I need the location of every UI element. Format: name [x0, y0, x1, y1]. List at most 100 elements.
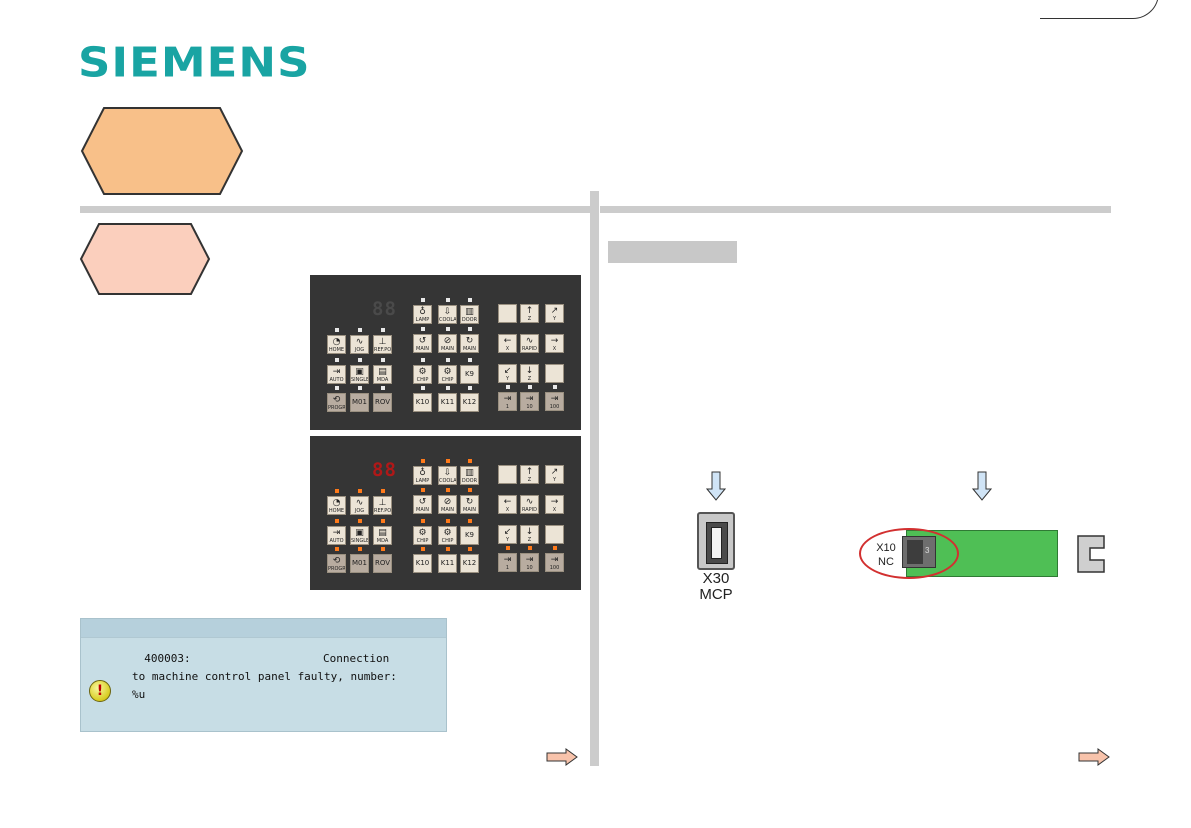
mcp-key-axis-x-minus[interactable]: ←X [498, 334, 517, 353]
key-icon: ⚙ [443, 367, 452, 377]
key-label: 1 [505, 404, 510, 410]
key-icon: ⇥ [503, 394, 512, 404]
key-label: Y [552, 477, 557, 483]
mcp-key-axis-y-minus[interactable]: ↙Y [498, 364, 517, 383]
mcp-key-main-cw[interactable]: ↻MAIN CW [460, 495, 479, 514]
mcp-key-m01[interactable]: M01 [350, 554, 369, 573]
key-icon: ⊘ [443, 497, 452, 507]
key-label: AUTO [329, 538, 344, 544]
mcp-key-k11[interactable]: K11 [438, 393, 457, 412]
key-led-indicator [446, 547, 450, 551]
mcp-key-rov[interactable]: ROV [373, 554, 392, 573]
mcp-key-k10[interactable]: K10 [413, 393, 432, 412]
key-led-indicator [358, 489, 362, 493]
key-label: MAIN CW [463, 346, 476, 352]
mcp-key-main-rst[interactable]: ⊘MAIN RST [438, 334, 457, 353]
mcp-key-auto[interactable]: ⇥AUTO [327, 526, 346, 545]
mcp-key-jog[interactable]: ∿JOG [350, 335, 369, 354]
mcp-key-home-write[interactable]: ◔HOME WRITE [327, 496, 346, 515]
key-led-indicator [335, 386, 339, 390]
mcp-key-chip-fwd[interactable]: ⚙CHIP FWD [413, 526, 432, 545]
mcp-key-rov[interactable]: ROV [373, 393, 392, 412]
mcp-key-axis-y-plus[interactable]: ↗Y [545, 304, 564, 323]
column-divider [590, 191, 599, 766]
mcp-key-program-test[interactable]: ⟲PROGRAM TEST [327, 393, 346, 412]
key-label: K10 [415, 559, 430, 567]
siemens-logo: SIEMENS [78, 38, 311, 87]
mcp-key-main-ccw[interactable]: ↺MAIN CCW [413, 334, 432, 353]
mcp-key-home-write[interactable]: ◔HOME WRITE [327, 335, 346, 354]
mcp-key-mda[interactable]: ▤MDA [373, 526, 392, 545]
mcp-key-lamp[interactable]: ♁LAMP [413, 305, 432, 324]
mcp-key-k12[interactable]: K12 [460, 393, 479, 412]
mcp-key-blank1[interactable] [498, 465, 517, 484]
mcp-key-inc-10[interactable]: ⇥10 [520, 392, 539, 411]
key-label: COOLANT [439, 317, 457, 323]
mcp-key-coolant[interactable]: ⇩COOLANT [438, 305, 457, 324]
mcp-key-k9[interactable]: K9 [460, 365, 479, 384]
mcp-key-auto[interactable]: ⇥AUTO [327, 365, 346, 384]
alarm-line-1: 400003: Connection [131, 652, 390, 665]
mcp-key-main-ccw[interactable]: ↺MAIN CCW [413, 495, 432, 514]
mcp-key-axis-z-plus[interactable]: ↑Z [520, 304, 539, 323]
key-label: K9 [464, 531, 475, 539]
key-icon: ♁ [419, 307, 426, 317]
mcp-key-mda[interactable]: ▤MDA [373, 365, 392, 384]
mcp-key-chip-fwd[interactable]: ⚙CHIP FWD [413, 365, 432, 384]
mcp-key-axis-z-minus[interactable]: ↓Z [520, 364, 539, 383]
key-led-indicator [358, 386, 362, 390]
mcp-key-inc-100[interactable]: ⇥100 [545, 553, 564, 572]
key-led-indicator [358, 328, 362, 332]
mcp-key-rapid[interactable]: ∿RAPID [520, 334, 539, 353]
key-led-indicator [446, 327, 450, 331]
mcp-key-inc-1[interactable]: ⇥1 [498, 392, 517, 411]
key-label: Z [527, 537, 532, 543]
mcp-key-blank1[interactable] [498, 304, 517, 323]
mcp-key-blank2[interactable] [545, 364, 564, 383]
mcp-key-jog[interactable]: ∿JOG [350, 496, 369, 515]
mcp-key-ref-point[interactable]: ⊥REF.POINT [373, 335, 392, 354]
mcp-key-single-block[interactable]: ▣SINGLE BLOCK [350, 365, 369, 384]
mcp-key-m01[interactable]: M01 [350, 393, 369, 412]
mcp-key-lamp[interactable]: ♁LAMP [413, 466, 432, 485]
mcp-key-axis-z-minus[interactable]: ↓Z [520, 525, 539, 544]
key-led-indicator [468, 459, 472, 463]
mcp-key-main-rst[interactable]: ⊘MAIN RST [438, 495, 457, 514]
mcp-key-program-test[interactable]: ⟲PROGRAM TEST [327, 554, 346, 573]
mcp-key-inc-10[interactable]: ⇥10 [520, 553, 539, 572]
mcp-key-axis-y-plus[interactable]: ↗Y [545, 465, 564, 484]
mcp-key-axis-y-minus[interactable]: ↙Y [498, 525, 517, 544]
mcp-key-axis-x-minus[interactable]: ←X [498, 495, 517, 514]
mcp-key-door[interactable]: ▥DOOR [460, 466, 479, 485]
next-page-arrow-left[interactable] [546, 748, 578, 766]
key-icon: ⇥ [332, 528, 341, 538]
key-led-indicator [446, 519, 450, 523]
key-label: LAMP [415, 478, 430, 484]
mcp-key-axis-x-plus[interactable]: →X [545, 495, 564, 514]
mcp-key-door[interactable]: ▥DOOR [460, 305, 479, 324]
mcp-key-ref-point[interactable]: ⊥REF.POINT [373, 496, 392, 515]
key-led-indicator [446, 358, 450, 362]
mcp-key-coolant[interactable]: ⇩COOLANT [438, 466, 457, 485]
mcp-key-rapid[interactable]: ∿RAPID [520, 495, 539, 514]
mcp-key-inc-100[interactable]: ⇥100 [545, 392, 564, 411]
mcp-key-blank2[interactable] [545, 525, 564, 544]
mcp-key-axis-z-plus[interactable]: ↑Z [520, 465, 539, 484]
mcp-key-k12[interactable]: K12 [460, 554, 479, 573]
key-label: Z [527, 376, 532, 382]
mcp-key-inc-1[interactable]: ⇥1 [498, 553, 517, 572]
key-icon: ⇥ [332, 367, 341, 377]
key-icon: ⟲ [332, 395, 341, 405]
mcp-key-single-block[interactable]: ▣SINGLE BLOCK [350, 526, 369, 545]
mcp-key-k9[interactable]: K9 [460, 526, 479, 545]
key-label: ROV [374, 559, 391, 567]
key-icon: ∿ [525, 336, 534, 346]
key-icon: ▤ [378, 367, 387, 377]
mcp-key-axis-x-plus[interactable]: →X [545, 334, 564, 353]
mcp-key-k11[interactable]: K11 [438, 554, 457, 573]
mcp-key-k10[interactable]: K10 [413, 554, 432, 573]
next-page-arrow-right[interactable] [1078, 748, 1110, 766]
mcp-key-chip-rev[interactable]: ⚙CHIP REV [438, 526, 457, 545]
mcp-key-chip-rev[interactable]: ⚙CHIP REV [438, 365, 457, 384]
mcp-key-main-cw[interactable]: ↻MAIN CW [460, 334, 479, 353]
